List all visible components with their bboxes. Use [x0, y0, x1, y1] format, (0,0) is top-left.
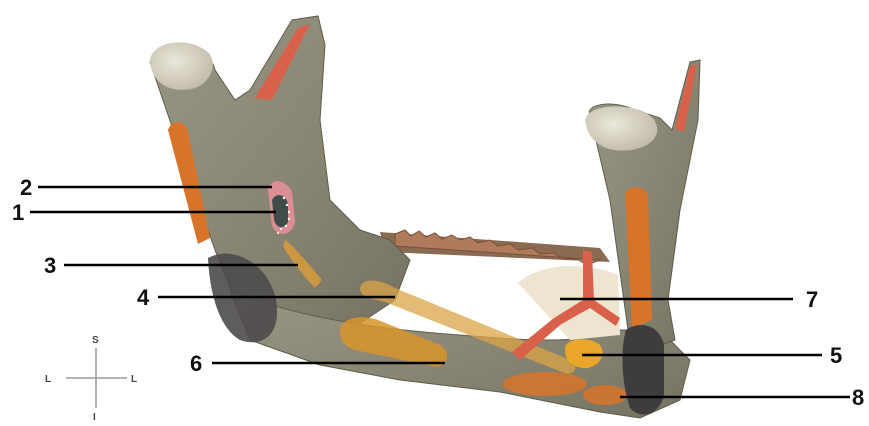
compass-left: L [45, 374, 51, 385]
label-2: 2 [20, 175, 32, 200]
orientation-compass: S I L L [45, 335, 137, 423]
label-1: 1 [12, 200, 24, 225]
label-7: 7 [806, 287, 818, 312]
label-4: 4 [137, 285, 150, 310]
compass-superior: S [92, 335, 99, 346]
label-3: 3 [44, 253, 56, 278]
label-8: 8 [852, 385, 864, 410]
label-6: 6 [190, 351, 202, 376]
label-5: 5 [830, 343, 842, 368]
compass-inferior: I [93, 412, 96, 423]
teeth-row [380, 230, 610, 265]
compass-right: L [131, 374, 137, 385]
